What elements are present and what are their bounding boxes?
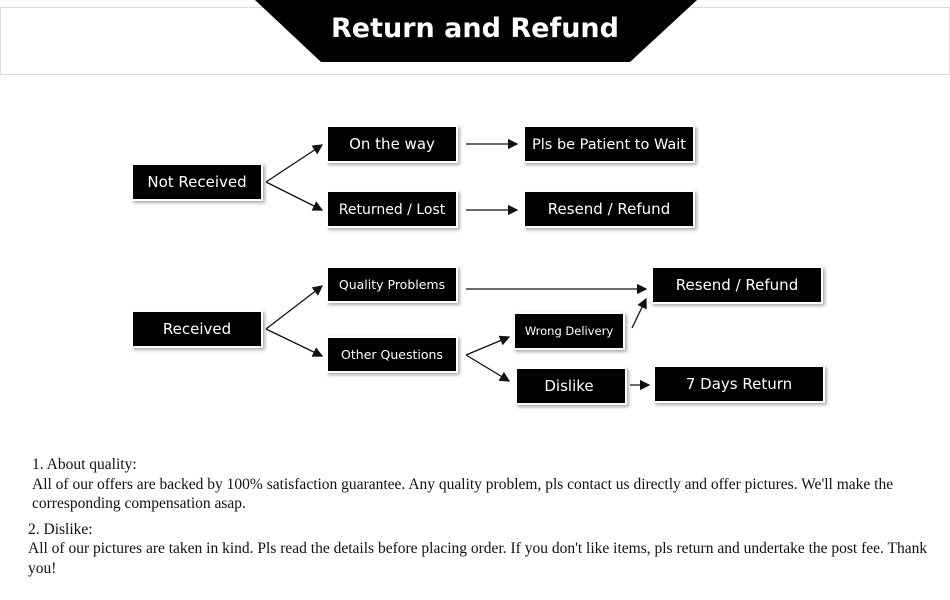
arrow-received-to-quality-problems <box>265 285 324 330</box>
policy-notes: 1. About quality: All of our offers are … <box>0 455 950 578</box>
svg-text:Other Questions: Other Questions <box>341 347 443 362</box>
node-returned-lost: Returned / Lost <box>326 190 458 228</box>
node-on-the-way: On the way <box>326 125 458 163</box>
quality-heading: 1. About quality: <box>32 456 137 473</box>
arrow-wrong-delivery-to-resend-refund <box>631 297 647 329</box>
node-not-received: Not Received <box>131 163 263 201</box>
node-dislike: Dislike <box>515 367 627 405</box>
arrow-not-received-to-on-the-way <box>265 144 324 183</box>
quality-text: All of our offers are backed by 100% sat… <box>32 475 894 513</box>
node-quality-problems: Quality Problems <box>326 266 458 303</box>
svg-text:Returned / Lost: Returned / Lost <box>339 202 446 218</box>
svg-text:On the way: On the way <box>349 135 435 153</box>
page-title: Return and Refund <box>331 13 619 44</box>
svg-text:Quality Problems: Quality Problems <box>339 277 445 292</box>
svg-text:Received: Received <box>163 320 231 338</box>
return-refund-flowchart: Return and Refund Not Received On the wa… <box>131 0 825 405</box>
arrow-other-questions-to-wrong-delivery <box>465 335 511 356</box>
arrow-received-to-other-questions <box>265 328 324 357</box>
svg-text:Pls be Patient to Wait: Pls be Patient to Wait <box>532 137 686 153</box>
node-other-questions: Other Questions <box>326 336 458 373</box>
svg-text:7 Days Return: 7 Days Return <box>686 375 792 393</box>
svg-text:Not Received: Not Received <box>147 173 246 191</box>
title-banner: Return and Refund <box>255 0 697 62</box>
dislike-heading: 2. Dislike: <box>28 520 93 538</box>
node-received: Received <box>131 310 263 348</box>
node-be-patient: Pls be Patient to Wait <box>523 125 695 163</box>
svg-text:Wrong Delivery: Wrong Delivery <box>525 324 614 338</box>
node-wrong-delivery: Wrong Delivery <box>513 312 625 350</box>
arrow-other-questions-to-dislike <box>465 354 511 382</box>
node-7-days-return: 7 Days Return <box>653 365 825 403</box>
node-resend-refund-1: Resend / Refund <box>523 190 695 228</box>
svg-text:Resend / Refund: Resend / Refund <box>676 276 798 294</box>
dislike-text: All of our pictures are taken in kind. P… <box>28 540 928 577</box>
arrow-not-received-to-returned-lost <box>265 181 324 211</box>
node-resend-refund-2: Resend / Refund <box>651 266 823 304</box>
svg-text:Dislike: Dislike <box>544 377 593 395</box>
svg-text:Resend / Refund: Resend / Refund <box>548 200 670 218</box>
